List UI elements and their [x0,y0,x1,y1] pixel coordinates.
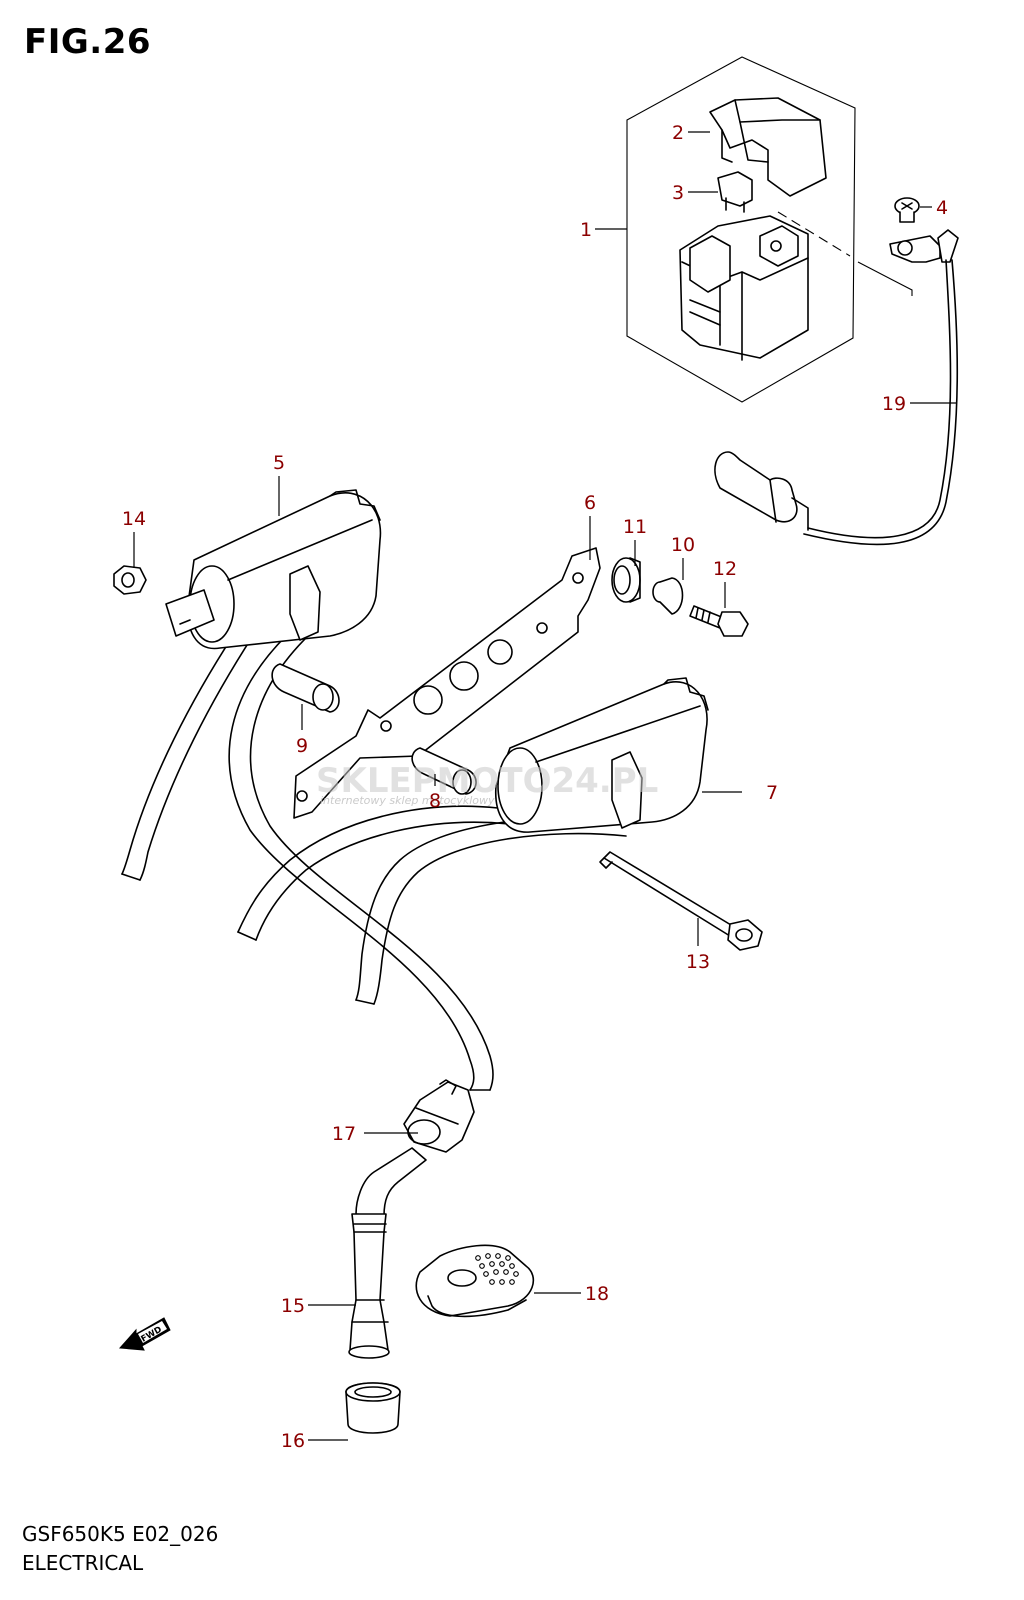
model-code: GSF650K5 E02_026 [22,1522,219,1546]
fwd-arrow-icon: FWD [118,1317,171,1351]
callout-14: 14 [122,508,146,530]
ground-screw [894,197,920,223]
ignition-coil-lower [237,677,709,1005]
nut-14 [113,565,147,595]
callout-1: 1 [580,219,592,241]
watermark-brand: SKLEPMOTO24.PL [316,761,658,801]
callout-leaders [133,131,956,1441]
callout-7: 7 [766,782,778,804]
callout-16: 16 [281,1430,305,1452]
coil-bracket [293,547,601,819]
spacer-9 [271,663,340,713]
callout-19: 19 [882,393,906,415]
ignition-coil-upper [121,489,494,1091]
callout-numbers: 1 2 3 4 5 6 7 8 9 10 11 12 13 14 15 16 1… [122,122,948,1452]
callout-11: 11 [623,516,647,538]
grommet-11 [611,557,641,603]
callout-8: 8 [429,790,441,812]
callout-17: 17 [332,1123,356,1145]
watermark: SKLEPMOTO24.PL internetowy sklep motocyk… [316,761,658,807]
cover-18 [415,1244,535,1318]
plug-cap-boot-15 [348,1213,390,1359]
bolt-13 [599,851,763,951]
spacer-8 [411,747,477,795]
seal-16 [345,1382,401,1434]
plug-cap-17 [355,1079,475,1217]
section-name: ELECTRICAL [22,1551,144,1575]
bolt-12 [689,605,749,637]
callout-6: 6 [584,492,596,514]
callout-18: 18 [585,1283,609,1305]
callout-12: 12 [713,558,737,580]
callout-13: 13 [686,951,710,973]
callout-4: 4 [936,197,948,219]
callout-9: 9 [296,735,308,757]
watermark-tagline: internetowy sklep motocyklowy [320,794,495,807]
relay-assembly [626,56,913,403]
callout-2: 2 [672,122,684,144]
callout-15: 15 [281,1295,305,1317]
callout-10: 10 [671,534,695,556]
collar-10 [652,577,684,615]
ground-wire [714,229,959,546]
figure-title: FIG.26 [24,22,152,62]
callout-5: 5 [273,452,285,474]
callout-3: 3 [672,182,684,204]
